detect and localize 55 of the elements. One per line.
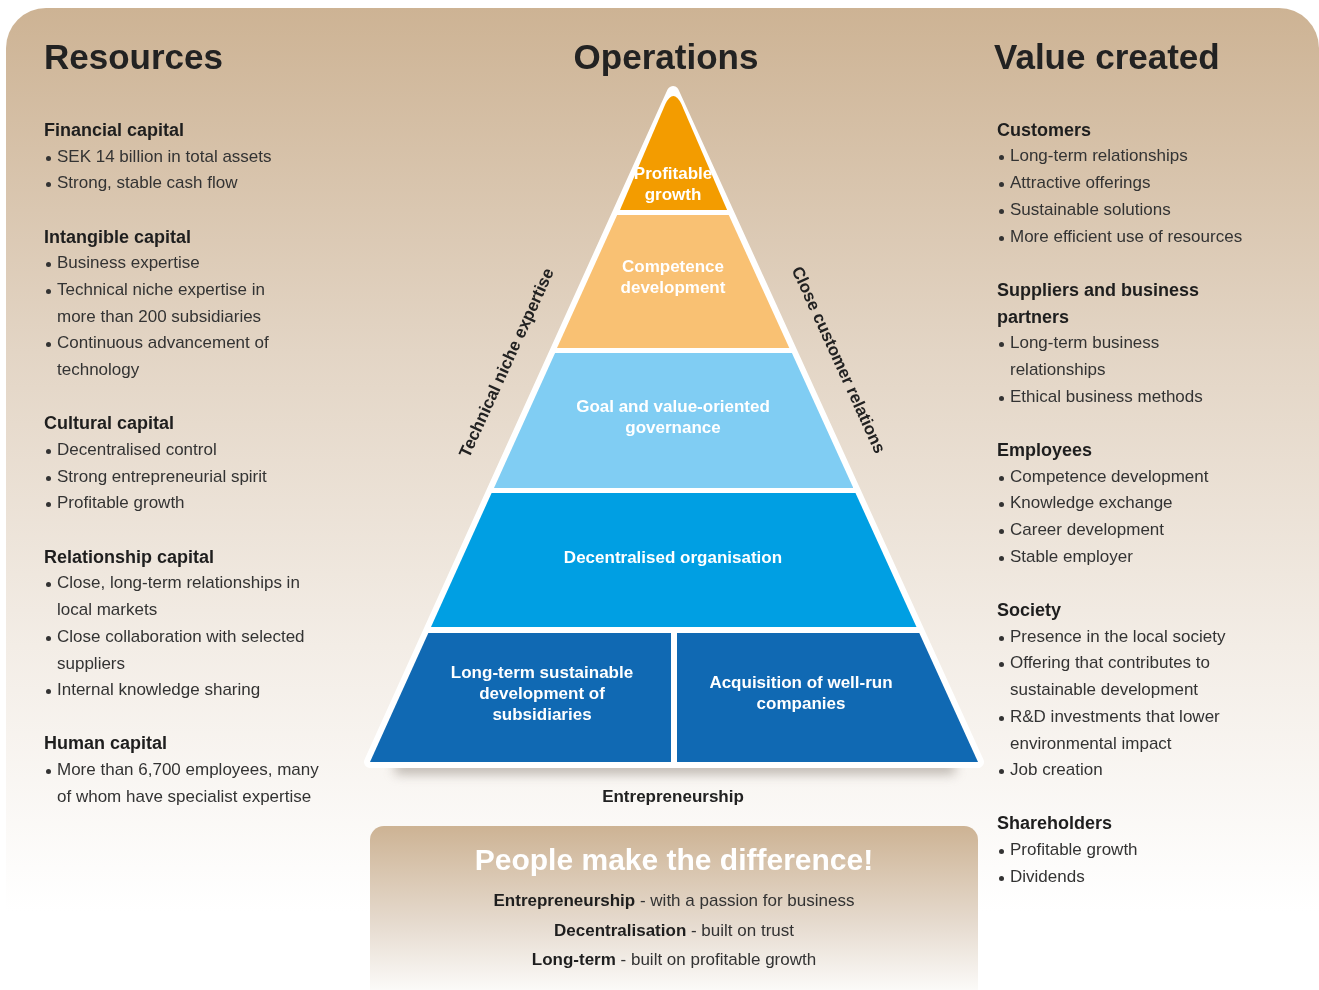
list-item: Decentralised control	[57, 439, 217, 461]
info-panel	[370, 826, 978, 990]
section-heading: Cultural capital	[44, 412, 175, 435]
list-item: Profitable growth	[1010, 839, 1138, 861]
tier-label: Long-term sustainable development of subsidiaries	[449, 661, 635, 725]
list-item: Long-term business relationships	[1010, 332, 1161, 381]
list-item: Profitable growth	[57, 492, 185, 514]
list-item: Close, long-term relationships in local markets	[57, 572, 301, 621]
column-heading: Value created	[994, 37, 1220, 77]
list-item: Continuous advancement of technology	[57, 332, 270, 381]
section-heading: Suppliers and business partners	[997, 279, 1201, 329]
list-item: Strong, stable cash flow	[57, 172, 238, 194]
panel-heading: People make the difference!	[473, 843, 875, 877]
section-heading: Society	[997, 599, 1062, 622]
section-heading: Customers	[997, 119, 1092, 142]
section-heading: Shareholders	[997, 812, 1113, 835]
column-heading: Resources	[44, 37, 223, 77]
list-item: Presence in the local society	[1010, 626, 1226, 648]
pyramid-tier	[431, 493, 917, 627]
list-item: Sustainable solutions	[1010, 199, 1171, 221]
list-item: Knowledge exchange	[1010, 492, 1173, 514]
pyramid-tier	[557, 215, 790, 348]
column-heading: Operations	[573, 37, 759, 77]
list-item: SEK 14 billion in total assets	[57, 146, 272, 168]
list-item: Strong entrepreneurial spirit	[57, 466, 267, 488]
list-item: Attractive offerings	[1010, 172, 1151, 194]
tier-label: Profitable growth	[632, 163, 714, 205]
tier-label: Decentralised organisation	[562, 546, 784, 568]
base-label: Entrepreneurship	[602, 787, 744, 807]
list-item: More than 6,700 employees, many of whom have specialist expertise	[57, 759, 320, 808]
list-item: Business expertise	[57, 252, 200, 274]
list-item: More efficient use of resources	[1010, 226, 1243, 248]
section-heading: Financial capital	[44, 119, 185, 142]
list-item: Offering that contributes to sustainable development	[1010, 652, 1212, 701]
panel-text: Long-term - built on profitable growth	[530, 949, 818, 971]
section-heading: Employees	[997, 439, 1093, 462]
list-item: R&D investments that lower environmental impact	[1010, 706, 1221, 755]
list-item: Competence development	[1010, 466, 1209, 488]
list-item: Job creation	[1010, 759, 1103, 781]
list-item: Ethical business methods	[1010, 386, 1203, 408]
tier-label: Acquisition of well-run companies	[708, 672, 894, 714]
panel-text: Decentralisation - built on trust	[553, 919, 795, 942]
list-item: Internal knowledge sharing	[57, 679, 261, 701]
list-item: Career development	[1010, 519, 1165, 541]
tier-label: Goal and value-oriented governance	[575, 396, 771, 438]
panel-text: Entrepreneurship - with a passion for business	[492, 890, 856, 912]
tier-label: Competence development	[619, 256, 727, 298]
list-item: Technical niche expertise in more than 200 subsidiaries	[57, 279, 266, 328]
section-heading: Human capital	[44, 732, 168, 755]
list-item: Close collaboration with selected suppliers	[57, 626, 306, 675]
list-item: Stable employer	[1010, 546, 1133, 568]
section-heading: Relationship capital	[44, 546, 215, 569]
list-item: Dividends	[1010, 866, 1085, 888]
section-heading: Intangible capital	[44, 226, 192, 249]
list-item: Long-term relationships	[1010, 145, 1188, 167]
